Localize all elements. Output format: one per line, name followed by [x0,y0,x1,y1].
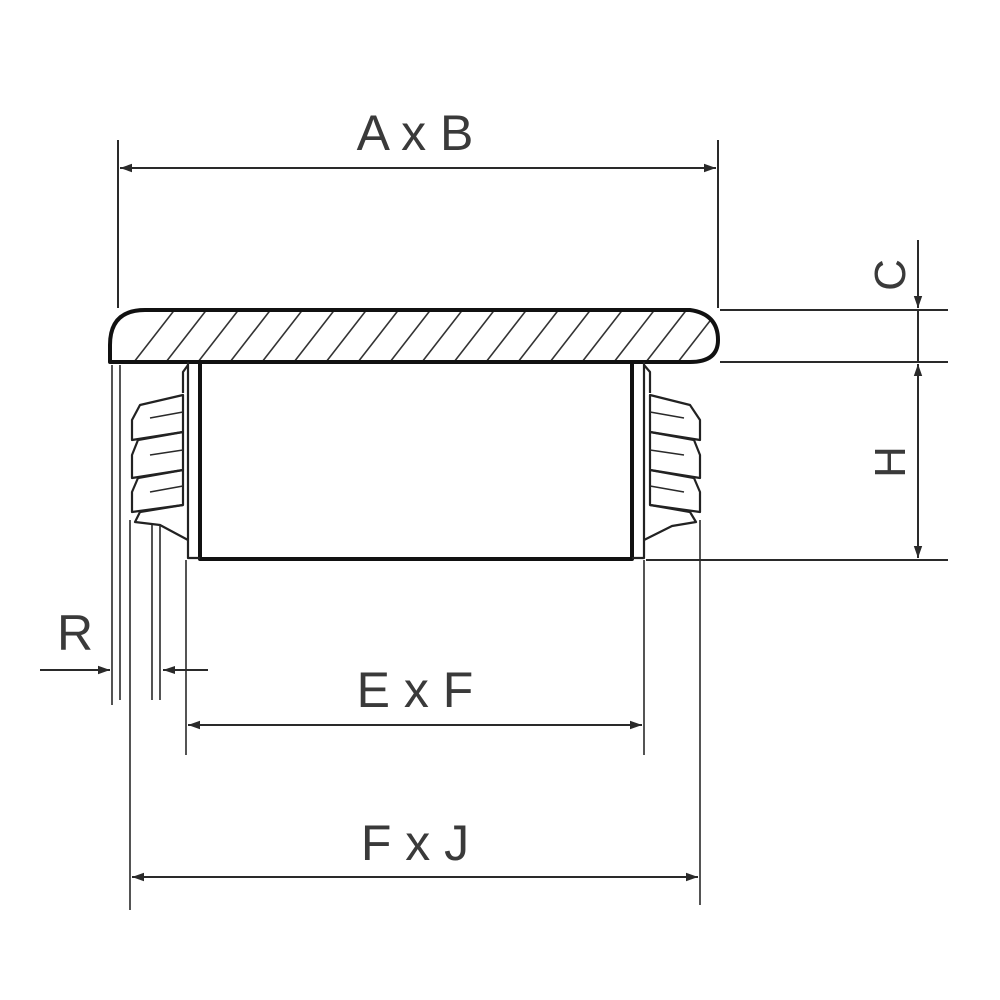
dimension-c: C [720,240,948,363]
dimension-e-x-f: E x F [188,662,642,730]
left-wall-outer [186,362,200,560]
dimension-f-x-j: F x J [132,815,698,882]
right-rib-1 [648,393,702,442]
left-rib-2 [130,430,185,480]
cap-outline [108,308,720,364]
left-rib-1 [130,393,185,442]
label-a-x-b: A x B [357,105,474,161]
dimension-a-x-b: A x B [117,105,719,308]
label-c: C [866,259,915,291]
dimension-h: H [646,364,948,561]
label-h: H [866,446,915,478]
left-ribs [130,393,189,541]
cap-flange [108,308,720,364]
right-wall-neck [643,364,652,393]
label-e-x-f: E x F [357,662,474,718]
inner-cavity-outline [198,360,634,561]
left-rib-4 [133,503,189,541]
dimension-r: R [40,365,121,705]
right-rib-2 [648,430,702,480]
right-rib-4 [643,503,698,541]
left-wall-neck [181,364,189,393]
label-r: R [57,605,93,661]
left-rib-3 [130,468,185,514]
cap-hatching [119,310,718,362]
right-ribs [643,393,702,541]
right-wall-outer [632,362,646,560]
insert-body [181,360,652,561]
right-rib-3 [648,468,702,514]
rib-extension-lines [129,520,701,910]
label-f-x-j: F x J [361,815,469,871]
